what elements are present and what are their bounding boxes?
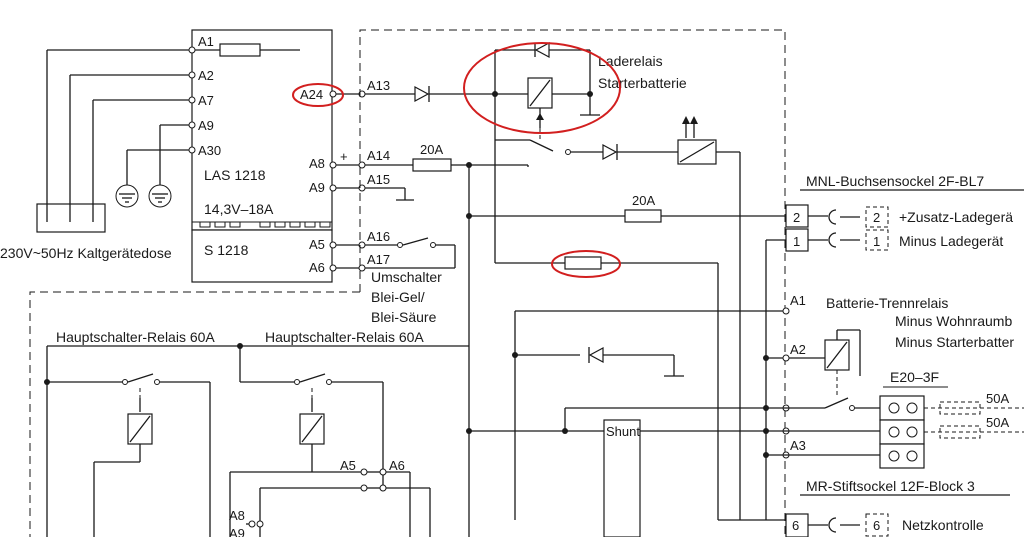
terminal-a6: A6 — [309, 260, 325, 275]
bottom-a9: A9 — [229, 526, 245, 537]
fuse-small — [564, 256, 602, 270]
mr-pin-6b: 6 — [873, 518, 880, 533]
terminal-a30: A30 — [198, 143, 221, 158]
shunt-label: Shunt — [606, 424, 640, 439]
ra2-label: A2 — [790, 342, 806, 357]
mr-plug — [808, 513, 889, 537]
bottom-a5: A5 — [340, 458, 356, 473]
terminal-a15: A15 — [367, 172, 390, 187]
main-relay-label-1: Hauptschalter-Relais 60A — [56, 329, 215, 345]
bottom-a6: A6 — [389, 458, 405, 473]
e20-terminal-block — [879, 395, 1024, 469]
ground-symbol — [148, 125, 172, 208]
main-relay-coil-2 — [229, 413, 364, 537]
mnl-pin-1: 1 — [793, 234, 800, 249]
terminal-a13: A13 — [367, 78, 390, 93]
fuse-a14 — [412, 158, 452, 172]
switch-label-1: Umschalter — [371, 269, 442, 285]
fuse-mid — [624, 209, 662, 223]
switch-label-2: Blei-Gel/ — [371, 289, 425, 305]
terminal-a5: A5 — [309, 237, 325, 252]
las-voltage: 14,3V–18A — [204, 201, 274, 217]
fuse-mid-label: 20A — [632, 193, 655, 208]
bottom-a8: A8 — [229, 508, 245, 523]
highlight-a24 — [292, 83, 344, 107]
las-module — [191, 29, 333, 283]
diode-a13 — [414, 85, 430, 103]
pin1-desc: Minus Ladegerät — [899, 233, 1003, 249]
terminal-a9: A9 — [198, 118, 214, 133]
main-relay-coil-1 — [93, 413, 153, 537]
trenn-relay-coil — [789, 329, 861, 398]
e20-label: E20–3F — [890, 369, 939, 385]
trenn-relay-label: Batterie-Trennrelais — [826, 295, 948, 311]
minus-start-label: Minus Starterbatter — [895, 334, 1014, 350]
terminal-a9b: A9 — [309, 180, 325, 195]
ground-symbol — [115, 150, 139, 208]
fuse-50a-2: 50A — [986, 415, 1009, 430]
terminal-a1: A1 — [198, 34, 214, 49]
terminal-a7: A7 — [198, 93, 214, 108]
fuse-50a-1: 50A — [986, 391, 1009, 406]
terminal-a8: A8 — [309, 156, 325, 171]
highlight-fuse — [551, 250, 621, 278]
diode-return — [588, 346, 604, 364]
mnl-pin-2b: 2 — [873, 210, 880, 225]
mr-socket-label: MR-Stiftsockel 12F-Block 3 — [806, 478, 975, 494]
shunt — [603, 419, 641, 537]
terminal-a24: A24 — [300, 87, 323, 102]
relay-switch-top — [529, 128, 678, 161]
ra3-label: A3 — [790, 438, 806, 453]
main-relay-label-2: Hauptschalter-Relais 60A — [265, 329, 424, 345]
dashed-enclosure — [359, 29, 786, 537]
mnl-pin-1b: 1 — [873, 234, 880, 249]
pin2-desc: +Zusatz-Ladegerä — [899, 209, 1013, 225]
socket-label: 230V~50Hz Kaltgerätedose — [0, 245, 172, 261]
plug-connectors — [808, 206, 889, 251]
power-socket — [36, 49, 190, 233]
terminal-plus: + — [340, 149, 348, 164]
terminal-a14: A14 — [367, 148, 390, 163]
switch-label-3: Blei-Säure — [371, 309, 437, 325]
minus-wohn-label: Minus Wohnraumb — [895, 313, 1012, 329]
ra1-label: A1 — [790, 293, 806, 308]
s-label: S 1218 — [204, 242, 249, 258]
fuse-a14-label: 20A — [420, 142, 443, 157]
sensor-component — [677, 116, 741, 520]
mr-pin-6: 6 — [792, 518, 799, 533]
las-label: LAS 1218 — [204, 167, 266, 183]
netz-label: Netzkontrolle — [902, 517, 984, 533]
relay-label-line1: Laderelais — [598, 53, 663, 69]
mnl-pin-2: 2 — [793, 210, 800, 225]
terminal-a17: A17 — [367, 252, 390, 267]
mnl-socket-label: MNL-Buchsensockel 2F-BL7 — [806, 173, 984, 189]
terminal-a2: A2 — [198, 68, 214, 83]
highlight-relay — [463, 42, 621, 134]
relay-label-line2: Starterbatterie — [598, 75, 687, 91]
terminal-a16: A16 — [367, 229, 390, 244]
charge-relay — [492, 41, 600, 128]
